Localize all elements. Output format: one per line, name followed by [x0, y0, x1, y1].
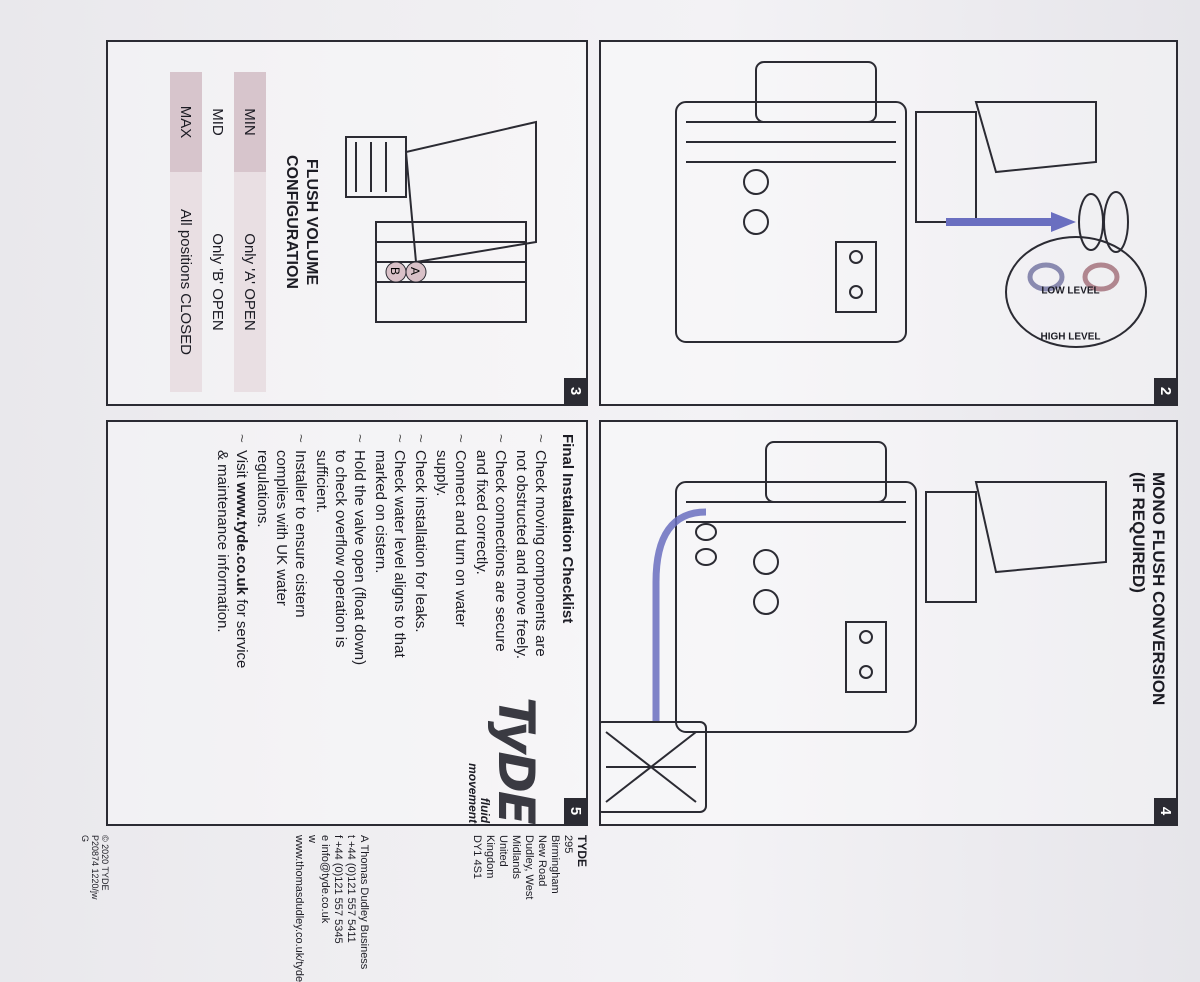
flush-volume-table: MIN Only 'A' OPEN MID Only 'B' OPEN MAX … — [170, 72, 266, 392]
flush-valve-diagram: A B — [345, 120, 537, 323]
panel-5: 5 Final Installation Checklist ~Check mo… — [106, 420, 588, 826]
table-row: MIN Only 'A' OPEN — [234, 72, 266, 392]
company-contacts: A Thomas Dudley Business t +44 (0)121 55… — [293, 835, 370, 982]
value-cell: Only 'A' OPEN — [234, 172, 266, 392]
fax: f +44 (0)121 557 5345 — [332, 835, 344, 944]
setting-cell: MIN — [234, 72, 266, 172]
panel-number: 5 — [564, 798, 586, 824]
value-cell: All positions CLOSED — [170, 172, 202, 392]
seal-detail — [1005, 236, 1147, 348]
company-address: TYDE 295 Birmingham New Road Dudley, Wes… — [471, 835, 589, 900]
list-item: ~Check water level aligns to that marked… — [372, 434, 408, 658]
checklist-title: Final Installation Checklist — [559, 434, 576, 624]
list-item: ~Check moving components are not obstruc… — [513, 434, 549, 660]
table-row: MAX All positions CLOSED — [170, 72, 202, 392]
value-cell: Only 'B' OPEN — [209, 233, 227, 331]
document-photo: 2 LOW LEVEL — [80, 40, 1178, 982]
logo-brand: TyDE — [487, 697, 545, 824]
setting-cell: MAX — [170, 72, 202, 172]
port-a-label: A — [408, 267, 422, 275]
flush-volume-configuration-title: FLUSH VOLUME CONFIGURATION — [283, 155, 320, 289]
panel-2: 2 LOW LEVEL — [599, 40, 1178, 406]
port-b-label: B — [388, 267, 402, 275]
email[interactable]: e info@tyde.co.uk — [319, 835, 331, 924]
list-item: ~Check connections are secure and fixed … — [473, 434, 509, 652]
copyright-notice: © 2020 TYDE P20874 1220/jw G — [80, 835, 110, 900]
valve-assembly-diagram — [675, 61, 1147, 348]
list-item: ~Visit www.tyde.co.uk for service & main… — [214, 434, 250, 669]
list-item: ~Connect and turn on water supply. — [433, 434, 469, 627]
direction-arrow — [652, 508, 707, 722]
list-item: ~Check installation for leaks. — [412, 434, 429, 633]
setting-cell: MID — [209, 108, 227, 136]
port-b-marker — [385, 261, 407, 283]
mono-flush-diagram — [601, 441, 1107, 813]
list-item: ~Installer to ensure cistern complies wi… — [254, 434, 309, 618]
website-link[interactable]: www.tyde.co.uk — [233, 482, 250, 596]
installation-checklist: ~Check moving components are not obstruc… — [211, 434, 550, 674]
high-level-label: HIGH LEVEL — [1040, 331, 1101, 343]
panel-4: 4 MONO FLUSH CONVERSION (IF REQUIRED) — [599, 420, 1178, 826]
panel-3: 3 A B FLUSH VOLUME CONFIGURATION MIN Onl… — [106, 40, 588, 406]
float-plate — [601, 721, 707, 813]
table-row: MID Only 'B' OPEN — [202, 72, 234, 392]
low-level-label: LOW LEVEL — [1041, 285, 1100, 297]
website[interactable]: w www.thomasdudley.co.uk/tyde — [293, 835, 318, 982]
phone: t +44 (0)121 557 5411 — [345, 835, 357, 943]
tyde-logo: TyDE fluid movement — [466, 697, 545, 824]
list-item: ~Hold the valve open (float down) to che… — [313, 434, 368, 666]
company-name: TYDE — [575, 835, 589, 868]
instruction-sheet: 2 LOW LEVEL — [80, 40, 1178, 982]
